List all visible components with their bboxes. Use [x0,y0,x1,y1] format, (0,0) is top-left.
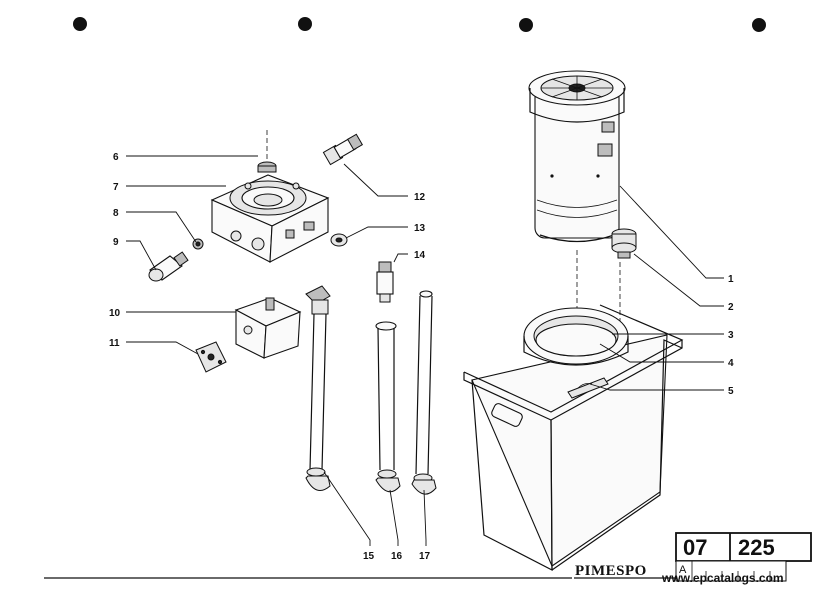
callout-9: 9 [113,237,119,248]
part-fitting [322,133,364,166]
callout-7: 7 [113,182,119,193]
callout-2: 2 [728,302,734,313]
callout-15: 15 [363,551,375,562]
callout-5: 5 [728,386,734,397]
revision-letter: A [679,564,687,576]
callout-10: 10 [109,308,121,319]
callout-17: 17 [419,551,431,562]
callout-4: 4 [728,358,734,369]
part-suction-pipe-15 [305,285,331,491]
callout-13: 13 [414,223,426,234]
part-pipe-17 [411,290,437,495]
callout-3: 3 [728,330,734,341]
brand-logo-text: PIMESPO [575,563,647,579]
part-nut [330,233,348,247]
callout-labels: 6 7 8 9 10 11 12 13 14 15 16 17 1 2 3 4 … [109,152,734,562]
binder-hole [73,17,87,31]
binder-hole [298,17,312,31]
title-block: PIMESPO 07 225 A www.epcatalogs.com [574,532,812,585]
callout-16: 16 [391,551,403,562]
callout-1: 1 [728,274,734,285]
part-pump-body [210,130,330,263]
binder-hole [752,18,766,32]
callout-8: 8 [113,208,119,219]
callout-6: 6 [113,152,119,163]
callout-11: 11 [109,338,120,349]
watermark-text: www.epcatalogs.com [661,571,784,585]
part-motor [528,70,626,243]
binder-hole [519,18,533,32]
part-return-pipe-16 [375,321,401,493]
part-coupling [195,341,227,373]
part-flange-ring [523,307,629,366]
table-code-right: 225 [738,535,775,560]
part-adapter [376,261,394,303]
part-filler-cap [611,228,637,259]
callout-14: 14 [414,250,426,261]
leader-lines [126,155,724,546]
table-code-left: 07 [683,535,707,560]
part-gear-pump [234,297,302,359]
part-relief-valve [148,251,189,282]
callout-12: 12 [414,192,426,203]
